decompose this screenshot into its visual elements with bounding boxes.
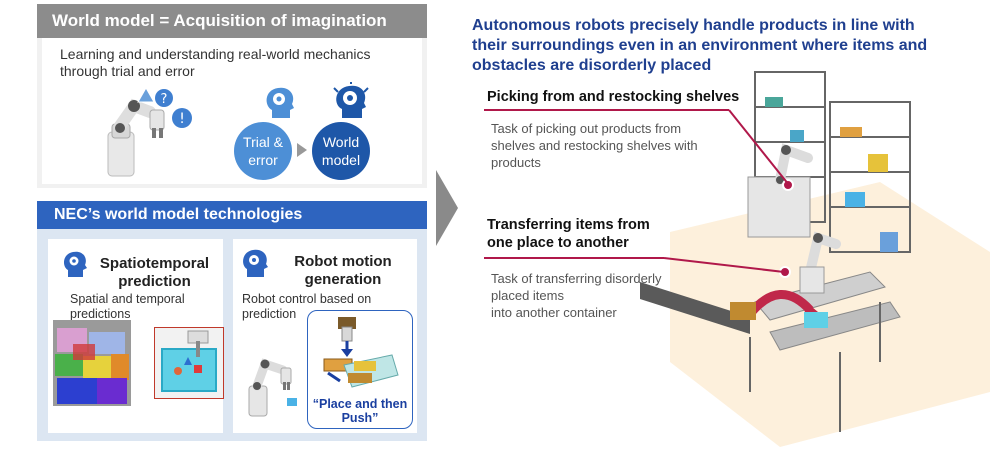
- head-gears-icon: [266, 87, 294, 118]
- transfer-description: Task of transferring disorderly placed i…: [491, 271, 662, 320]
- picking-description: Task of picking out products from shelve…: [491, 121, 698, 170]
- spatiotemporal-card: Spatiotemporal prediction Spatial and te…: [48, 239, 224, 433]
- warehouse-robots-illustration: [640, 71, 990, 447]
- chevron-right-icon: [436, 170, 458, 246]
- nec-technologies-header: NEC’s world model technologies: [37, 201, 427, 229]
- spatiotemporal-description: Spatial and temporal predictions: [70, 292, 185, 321]
- world-model-body: Learning and understanding real-world me…: [42, 38, 422, 184]
- arrow-right-icon: [297, 143, 307, 157]
- picking-title: Picking from and restocking shelves: [487, 89, 740, 105]
- robot-motion-description: Robot control based on prediction: [242, 292, 372, 321]
- svg-text:?: ?: [161, 92, 168, 107]
- place-then-push-caption: “Place and then Push”: [312, 397, 408, 425]
- world-model-panel: World model = Acquisition of imagination…: [37, 4, 427, 188]
- transfer-title: Transferring items from one place to ano…: [487, 217, 650, 251]
- place-then-push-panel: “Place and then Push”: [307, 310, 413, 429]
- head-brain-icon: [243, 249, 268, 277]
- stacked-containers-image: [53, 320, 131, 406]
- robot-motion-card: Robot motion generation Robot control ba…: [233, 239, 417, 433]
- world-model-description: Learning and understanding real-world me…: [60, 46, 371, 79]
- robot-arm-image: [248, 358, 297, 417]
- robot-arm-thinking-icon: ? !: [107, 86, 192, 177]
- nec-technologies-panel: NEC’s world model technologies Spatiotem…: [37, 201, 427, 441]
- world-model-header: World model = Acquisition of imagination: [37, 4, 427, 38]
- right-headline: Autonomous robots precisely handle produ…: [472, 17, 928, 74]
- tray-prediction-image: [154, 327, 224, 399]
- callout-lines: [484, 109, 790, 273]
- robot-motion-title: Robot motion generation: [294, 253, 392, 288]
- head-brain-icon: [333, 82, 369, 118]
- spatiotemporal-title: Spatiotemporal prediction: [99, 255, 210, 290]
- svg-text:!: !: [179, 111, 185, 127]
- trial-and-error-circle: Trial &error: [234, 122, 292, 180]
- head-gears-icon: [63, 251, 87, 277]
- place-push-illustration: [323, 317, 399, 388]
